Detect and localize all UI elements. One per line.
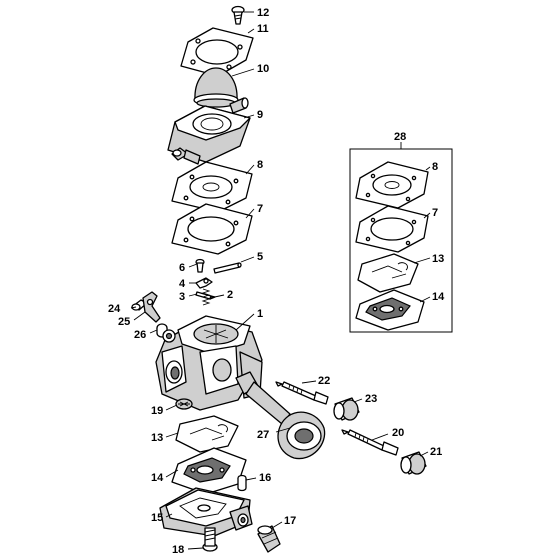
callout-4: 4 — [179, 278, 186, 290]
kit-callout-13: 13 — [432, 253, 444, 265]
callout-12: 12 — [257, 7, 269, 19]
leader-lines — [130, 11, 431, 550]
callout-8: 8 — [257, 159, 263, 171]
diaphragm-8 — [171, 161, 253, 213]
limiter-cap-21 — [400, 451, 427, 475]
callout-5: 5 — [257, 251, 263, 263]
callout-24: 24 — [108, 303, 121, 315]
callout-2: 2 — [227, 289, 233, 301]
fitting-17 — [257, 525, 281, 553]
callout-16: 16 — [259, 472, 271, 484]
screw-12 — [231, 5, 245, 25]
limiter-cap-23 — [333, 397, 360, 421]
spring-2 — [201, 288, 211, 306]
filter-screen-19 — [175, 398, 193, 410]
pump-cover-9 — [167, 97, 251, 165]
callout-18: 18 — [172, 544, 184, 556]
carburetor-body-1 — [155, 315, 263, 411]
kit-diaphragm-14 — [355, 289, 425, 331]
callout-27: 27 — [257, 429, 269, 441]
plug-16 — [237, 474, 247, 492]
bushing-26 — [156, 323, 168, 338]
lever-4 — [195, 277, 213, 289]
adjusting-screw-20 — [341, 429, 399, 456]
pin-5 — [213, 262, 242, 274]
kit-28 — [349, 142, 453, 333]
callout-21: 21 — [430, 446, 442, 458]
kit-diaphragm-8 — [355, 161, 429, 209]
callout-23: 23 — [365, 393, 377, 405]
kit-gasket-13 — [357, 253, 419, 293]
gasket-13 — [175, 415, 239, 453]
callout-15: 15 — [151, 512, 163, 524]
primer-bulb-10 — [193, 67, 239, 108]
callout-17: 17 — [284, 515, 296, 527]
callout-7: 7 — [257, 203, 263, 215]
screw-18 — [202, 527, 218, 552]
callout-26: 26 — [134, 329, 146, 341]
kit-callout-14: 14 — [432, 291, 445, 303]
callout-20: 20 — [392, 427, 404, 439]
adjusting-screw-22 — [275, 381, 329, 405]
callout-28: 28 — [394, 131, 406, 143]
kit-callout-7: 7 — [432, 207, 438, 219]
callout-1: 1 — [257, 308, 263, 320]
end-cover-15 — [159, 487, 253, 537]
gasket-11 — [180, 27, 254, 77]
callout-9: 9 — [257, 109, 263, 121]
diaphragm-14 — [171, 447, 247, 495]
callout-labels: 12 11 10 9 8 7 6 5 4 3 2 1 24 25 26 22 2… — [108, 7, 445, 556]
intake-tube-27 — [245, 381, 326, 460]
lever-25 — [142, 291, 161, 323]
callout-13: 13 — [151, 432, 163, 444]
callout-19: 19 — [151, 405, 163, 417]
callout-22: 22 — [318, 375, 330, 387]
kit-callout-8: 8 — [432, 161, 438, 173]
callout-14: 14 — [151, 472, 164, 484]
callout-3: 3 — [179, 291, 185, 303]
kit-gasket-7 — [355, 205, 429, 253]
callout-25: 25 — [118, 316, 130, 328]
callout-11: 11 — [257, 23, 269, 35]
gasket-7 — [171, 203, 253, 255]
callout-10: 10 — [257, 63, 269, 75]
screw-6 — [195, 258, 205, 273]
callout-6: 6 — [179, 262, 185, 274]
